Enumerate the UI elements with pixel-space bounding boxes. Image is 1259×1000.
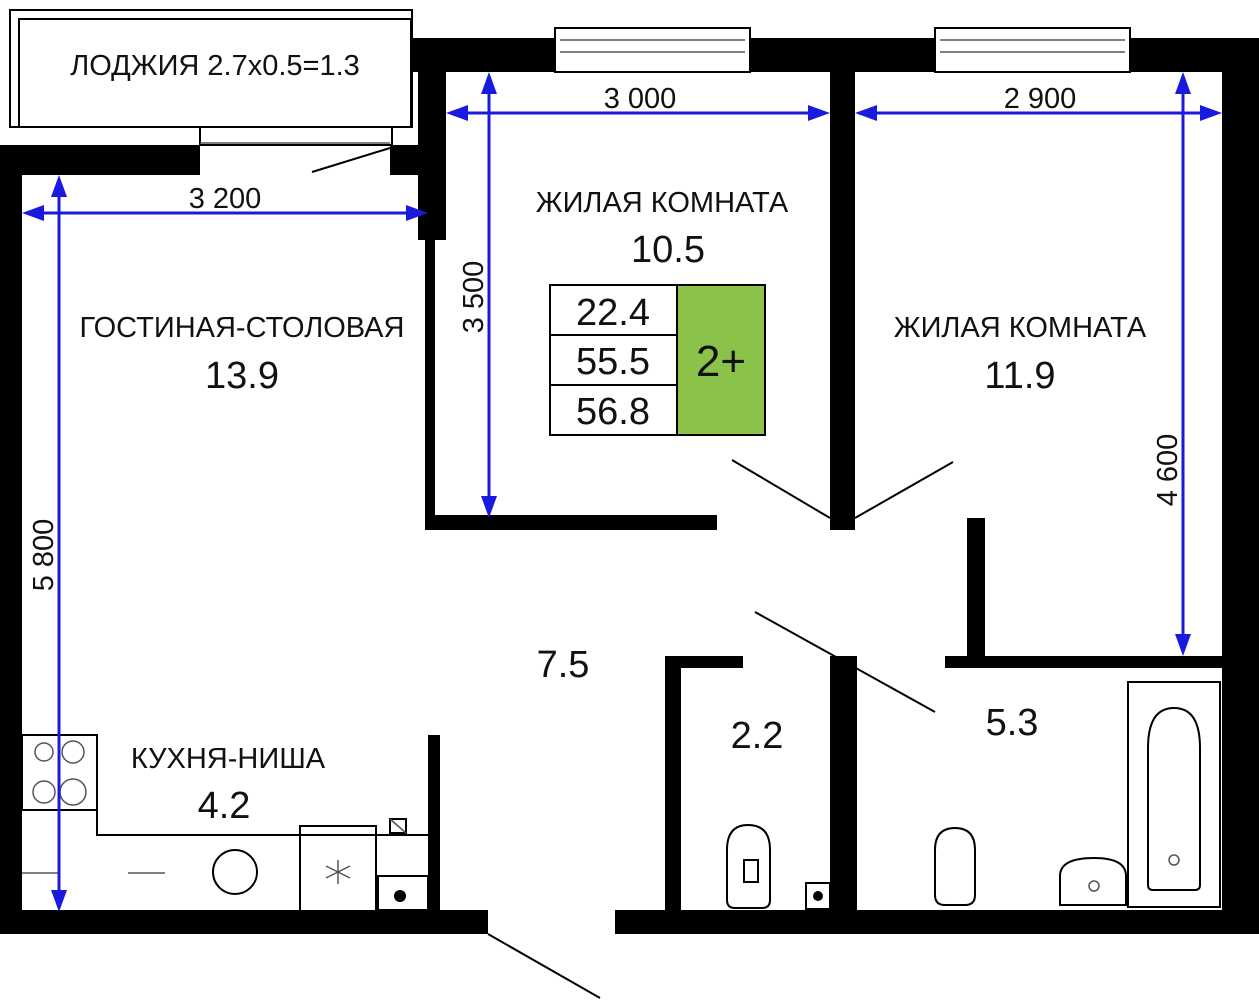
bathroom-area: 5.3 — [986, 702, 1039, 744]
meter-icon-mark — [389, 818, 407, 834]
arrow-icon — [855, 105, 877, 121]
wall-bedrooms-divider — [830, 60, 855, 530]
walls — [0, 38, 1259, 934]
bedroom2-area: 11.9 — [984, 355, 1055, 397]
wall-top-left — [0, 145, 200, 175]
toilet-pipe-icon — [813, 891, 823, 901]
fridge-icon — [299, 825, 377, 913]
door-bathroom — [754, 611, 936, 713]
arrow-icon — [446, 105, 468, 121]
riser-pipe-icon — [394, 890, 406, 902]
wall-bedroom1-bottom — [425, 515, 717, 530]
stove-burner-icon — [61, 740, 85, 764]
living-dining-name: ГОСТИНАЯ-СТОЛОВАЯ — [80, 312, 405, 344]
toilet-icon — [726, 823, 771, 909]
loggia: ЛОДЖИЯ 2.7х0.5=1.3 — [9, 9, 413, 173]
loggia-door-swing — [311, 147, 391, 173]
washbasin-drain-icon — [1088, 880, 1100, 892]
arrow-icon — [481, 496, 497, 518]
arrow-icon — [51, 175, 67, 197]
arrow-icon — [406, 205, 428, 221]
wall-toilet-top — [665, 656, 743, 668]
meter-icon — [389, 818, 407, 834]
wall-bedroom2-stub — [967, 518, 985, 666]
bathtub-icon — [1127, 681, 1221, 908]
area-summary-table: 22.4 55.5 56.8 2+ — [549, 284, 766, 436]
windows — [554, 27, 1131, 73]
fridge-star-icon — [325, 860, 351, 884]
wall-toilet-bath-divider — [830, 656, 857, 926]
window-bedroom2 — [934, 27, 1131, 73]
living-dining-area: 13.9 — [205, 355, 279, 397]
wall-bottom-left — [0, 910, 488, 934]
dim-living-width-label: 3 200 — [189, 183, 262, 215]
dim-bedroom1-width-label: 3 000 — [604, 83, 677, 115]
kitchen-counter — [96, 810, 428, 836]
sink-icon — [212, 849, 258, 895]
toilet-tank-icon — [743, 859, 759, 883]
stove-burner-icon — [32, 780, 56, 804]
dim-bedroom2-length-label: 4 600 — [1152, 434, 1184, 507]
arrow-icon — [1175, 634, 1191, 656]
door-bedroom2 — [854, 461, 954, 519]
arrow-icon — [481, 72, 497, 94]
apartment-type-badge — [676, 284, 766, 436]
arrow-icon — [22, 205, 44, 221]
stove-burner-icon — [59, 778, 87, 806]
riser-icon — [377, 875, 429, 911]
wall-toilet-left — [665, 656, 681, 926]
total-with-loggia-value: 56.8 — [576, 391, 650, 433]
living-area-value: 22.4 — [576, 292, 650, 334]
kitchen-niche-area: 4.2 — [198, 785, 251, 827]
apartment-type-label: 2+ — [696, 337, 746, 386]
arrow-icon — [1200, 105, 1222, 121]
loggia-label: ЛОДЖИЯ 2.7х0.5=1.3 — [70, 50, 360, 82]
wall-top-bedroom1-left — [410, 38, 555, 72]
door-entrance — [487, 933, 601, 999]
toilet-area: 2.2 — [731, 715, 784, 757]
door-bedroom1 — [731, 459, 831, 519]
wall-living-bedroom1 — [425, 240, 435, 530]
hallway-area: 7.5 — [537, 644, 590, 686]
room-labels: ГОСТИНАЯ-СТОЛОВАЯ 13.9 ЖИЛАЯ КОМНАТА 10.… — [80, 187, 1147, 827]
bathroom-fixtures — [934, 681, 1221, 908]
wall-bedroom2-bottom — [945, 656, 1225, 668]
arrow-icon — [1175, 72, 1191, 94]
dim-bedroom1-length-label: 3 500 — [458, 261, 490, 334]
wall-living-bedroom1-top — [418, 50, 446, 240]
bedroom1-name: ЖИЛАЯ КОМНАТА — [536, 187, 789, 219]
bedroom1-area: 10.5 — [631, 229, 705, 271]
arrow-icon — [808, 105, 830, 121]
toilet-fixtures — [726, 823, 831, 910]
window-bedroom1 — [554, 27, 751, 73]
wall-kitchen-stub — [428, 735, 440, 913]
washbasin-icon — [1059, 856, 1127, 906]
loggia-window — [199, 126, 393, 146]
dim-living-length-label: 5 800 — [28, 519, 60, 592]
bathtub-basin-icon — [1147, 706, 1201, 891]
wall-left — [0, 145, 22, 933]
wall-right — [1222, 38, 1259, 934]
wall-bottom-right — [615, 910, 1259, 934]
bedroom2-name: ЖИЛАЯ КОМНАТА — [894, 312, 1147, 344]
bathtub-drain-icon — [1168, 854, 1180, 866]
toilet-riser-icon — [805, 882, 831, 910]
dim-bedroom2-width-label: 2 900 — [1004, 83, 1077, 115]
bath-toilet-icon — [934, 826, 976, 906]
arrow-icon — [51, 890, 67, 912]
kitchen-niche-name: КУХНЯ-НИША — [131, 743, 326, 775]
total-area-value: 55.5 — [576, 341, 650, 383]
door-swings — [487, 459, 954, 999]
stove-burner-icon — [34, 742, 54, 762]
dimension-lines: 3 200 3 000 2 900 5 800 3 500 4 600 — [22, 72, 1222, 912]
